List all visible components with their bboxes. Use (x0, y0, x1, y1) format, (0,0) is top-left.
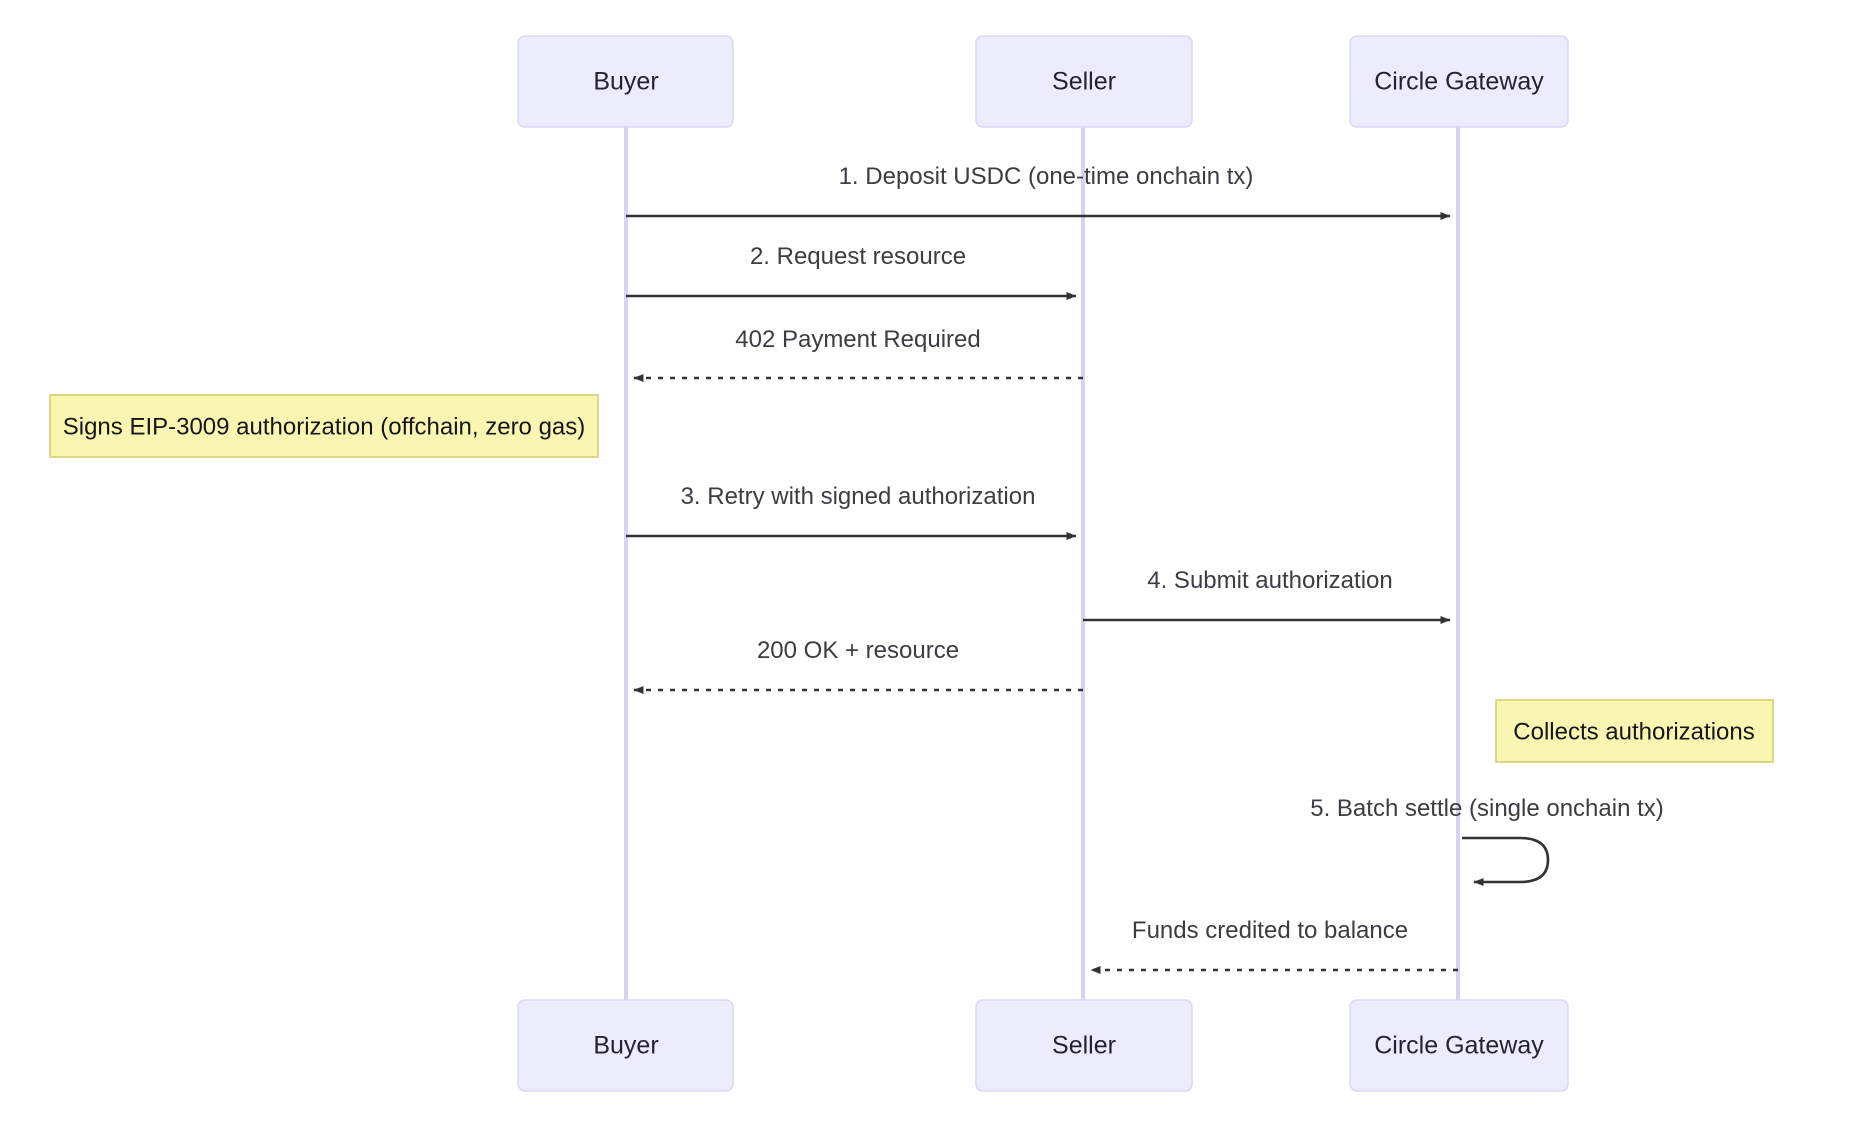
actor-label-buyer: Buyer (593, 68, 658, 96)
message-label: 2. Request resource (750, 243, 966, 270)
message-label: Funds credited to balance (1132, 917, 1408, 944)
message-label: 200 OK + resource (757, 637, 959, 664)
message-8-funds-credited-to-balance[interactable]: Funds credited to balance (1090, 917, 1458, 974)
actor-footer-seller[interactable]: Seller (975, 999, 1193, 1092)
message-label: 5. Batch settle (single onchain tx) (1310, 795, 1664, 822)
note-collects-authorizations: Collects authorizations (1495, 699, 1774, 763)
message-6-200-ok-resource[interactable]: 200 OK + resource (633, 637, 1083, 694)
message-2-request-resource[interactable]: 2. Request resource (626, 243, 1077, 300)
actor-box[interactable] (1349, 35, 1569, 128)
actor-footer-buyer[interactable]: Buyer (517, 999, 734, 1092)
message-label: 4. Submit authorization (1147, 567, 1392, 594)
message-label: 1. Deposit USDC (one-time onchain tx) (839, 163, 1254, 190)
note-label: Collects authorizations (1513, 718, 1754, 745)
lifelines-group (624, 127, 1460, 1000)
note-signs-eip3009: Signs EIP-3009 authorization (offchain, … (49, 394, 599, 458)
note-box (1495, 699, 1774, 763)
message-1-deposit-usdc[interactable]: 1. Deposit USDC (one-time onchain tx) (626, 163, 1451, 220)
message-label: 402 Payment Required (735, 326, 980, 353)
actor-label-seller: Seller (1052, 68, 1116, 96)
actor-box[interactable] (517, 35, 734, 128)
message-4-retry-with-signed-authorization[interactable]: 3. Retry with signed authorization (626, 483, 1077, 540)
actor-box[interactable] (975, 999, 1193, 1092)
actor-header-seller[interactable]: Seller (975, 35, 1193, 128)
actor-box[interactable] (975, 35, 1193, 128)
actor-label-buyer: Buyer (593, 1032, 658, 1060)
actor-header-gateway[interactable]: Circle Gateway (1349, 35, 1569, 128)
note-label: Signs EIP-3009 authorization (offchain, … (63, 413, 586, 440)
actor-box[interactable] (1349, 999, 1569, 1092)
message-3-402-payment-required[interactable]: 402 Payment Required (633, 326, 1083, 382)
actor-label-seller: Seller (1052, 1032, 1116, 1060)
message-5-submit-authorization[interactable]: 4. Submit authorization (1083, 567, 1451, 624)
actor-label-gateway: Circle Gateway (1374, 1032, 1544, 1060)
self-loop-arrow[interactable] (1462, 836, 1550, 886)
message-7-batch-settle[interactable]: 5. Batch settle (single onchain tx) (1310, 795, 1664, 886)
message-label: 3. Retry with signed authorization (681, 483, 1036, 510)
note-box (49, 394, 599, 458)
actor-footer-gateway[interactable]: Circle Gateway (1349, 999, 1569, 1092)
actor-header-buyer[interactable]: Buyer (517, 35, 734, 128)
actor-box[interactable] (517, 999, 734, 1092)
actor-label-gateway: Circle Gateway (1374, 68, 1544, 96)
